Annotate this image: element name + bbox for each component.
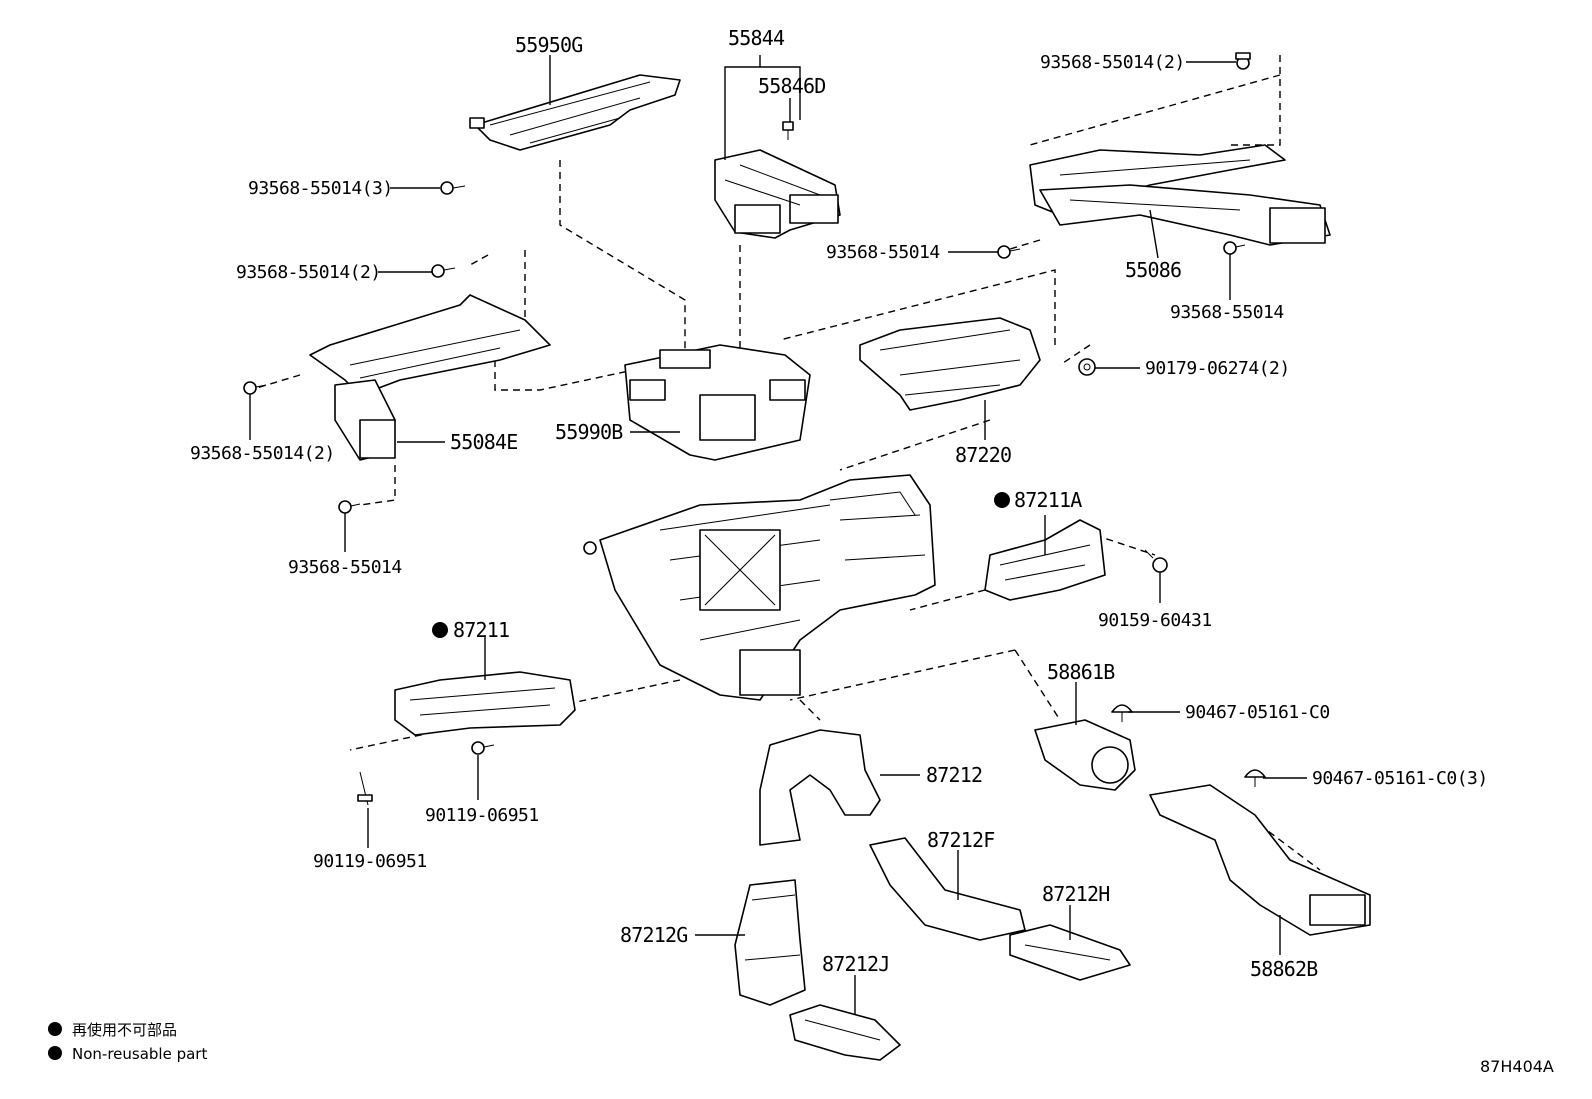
bolt-icon xyxy=(1235,52,1251,70)
part-87212-duct xyxy=(759,729,881,846)
label-90467-a: 90467-05161-C0 xyxy=(1185,702,1330,723)
bolt-icon xyxy=(1223,241,1246,255)
label-90179: 90179-06274(2) xyxy=(1145,358,1290,379)
legend-dot-icon xyxy=(48,1046,62,1060)
label-55950g: 55950G xyxy=(515,33,582,57)
part-55844-outlet xyxy=(714,149,841,239)
clip-55846d xyxy=(782,121,794,140)
part-87212h-duct xyxy=(1009,924,1131,981)
part-55950g-duct xyxy=(469,74,681,151)
part-hvac-unit xyxy=(583,474,936,701)
label-55086: 55086 xyxy=(1125,258,1181,282)
part-87212f-duct xyxy=(869,837,1026,941)
screw-icon xyxy=(357,771,373,806)
label-93568-3: 93568-55014(3) xyxy=(248,178,393,199)
part-55084e-duct xyxy=(309,294,551,461)
label-90159: 90159-60431 xyxy=(1098,610,1212,631)
label-87211a: 87211A xyxy=(1014,488,1082,512)
label-87212g: 87212G xyxy=(620,923,687,947)
clip-icon xyxy=(1111,704,1133,722)
legend-line-2: Non-reusable part xyxy=(72,1045,207,1063)
label-90119-a: 90119-06951 xyxy=(425,805,539,826)
label-87211: 87211 xyxy=(453,618,509,642)
label-55844: 55844 xyxy=(728,26,785,50)
bolt-icon xyxy=(440,181,466,195)
part-55086-duct xyxy=(1029,144,1331,246)
diagram-code: 87H404A xyxy=(1480,1057,1554,1076)
label-93568-left-b: 93568-55014(2) xyxy=(190,443,335,464)
label-93568-right-b: 93568-55014 xyxy=(1170,302,1284,323)
part-55990b-register xyxy=(624,344,811,461)
label-87212: 87212 xyxy=(926,763,982,787)
legend: 再使用不可部品 Non-reusable part xyxy=(48,1021,207,1063)
part-87211-duct xyxy=(394,671,576,736)
label-90119-b: 90119-06951 xyxy=(313,851,427,872)
label-93568-right-a: 93568-55014 xyxy=(826,242,940,263)
bolt-icon xyxy=(431,264,456,278)
assembly-lines xyxy=(249,55,1321,871)
part-58861b-duct xyxy=(1034,719,1136,791)
label-55846d: 55846D xyxy=(758,74,825,98)
part-87220-case xyxy=(859,317,1041,411)
bolt-icon xyxy=(471,741,495,755)
legend-dot-icon xyxy=(48,1022,62,1036)
label-93568-top-right: 93568-55014(2) xyxy=(1040,52,1185,73)
bolt-icon xyxy=(243,381,267,395)
clip-icon xyxy=(1244,769,1266,787)
non-reusable-mark-87211a xyxy=(994,492,1010,508)
nut-icon xyxy=(1078,358,1096,376)
part-87212g-duct xyxy=(734,879,806,1006)
label-87212j: 87212J xyxy=(822,952,889,976)
label-90467-b: 90467-05161-C0(3) xyxy=(1312,768,1488,789)
label-87212h: 87212H xyxy=(1042,882,1109,906)
non-reusable-mark-87211 xyxy=(432,622,448,638)
label-93568-left-c: 93568-55014 xyxy=(288,557,402,578)
label-55990b: 55990B xyxy=(555,420,623,444)
leader-lines xyxy=(249,55,1307,1015)
label-58861b: 58861B xyxy=(1047,660,1115,684)
label-87220: 87220 xyxy=(955,443,1011,467)
bolt-icon xyxy=(997,245,1021,259)
part-87212j-duct xyxy=(789,1004,901,1061)
label-93568-mid-left: 93568-55014(2) xyxy=(236,262,381,283)
label-58862b: 58862B xyxy=(1250,957,1318,981)
label-87212f: 87212F xyxy=(927,828,994,852)
part-labels: 55950G 55844 55846D 93568-55014(2) 93568… xyxy=(190,26,1488,981)
legend-line-1: 再使用不可部品 xyxy=(72,1021,177,1039)
label-55084e: 55084E xyxy=(450,430,517,454)
bolt-icon xyxy=(338,500,361,514)
bolt-icon xyxy=(1144,549,1168,573)
part-58862b-duct xyxy=(1149,784,1371,936)
